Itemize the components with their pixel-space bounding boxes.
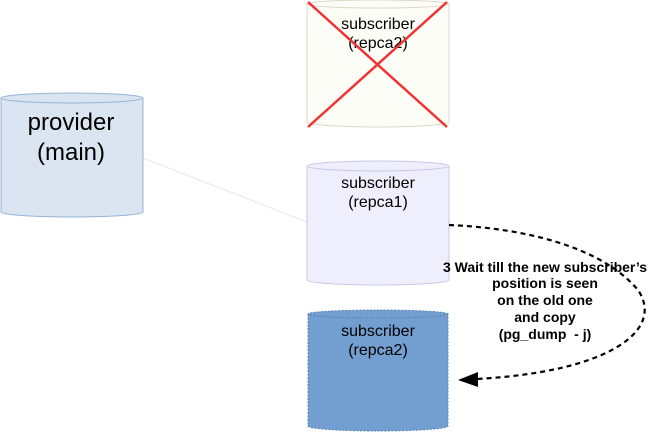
new-subscriber-cylinder-top (307, 309, 449, 319)
annotation: 3 Wait till the new subscriber’s positio… (443, 259, 647, 342)
removed-subscriber-sublabel: (repca2) (348, 35, 408, 52)
annotation-line-4: and copy (514, 309, 576, 325)
annotation-line-3: on the old one (497, 292, 593, 308)
old-subscriber-sublabel: (repca1) (348, 194, 408, 211)
provider-sublabel: (main) (37, 139, 105, 166)
new-subscriber-sublabel: (repca2) (348, 342, 408, 359)
removed-subscriber-cylinder-top (306, 0, 450, 9)
annotation-line-1: 3 Wait till the new subscriber’s (443, 259, 647, 275)
cross-icon (307, 1, 448, 128)
copy-arrow-head-icon (458, 372, 478, 387)
new-subscriber-cylinder-body (307, 314, 449, 432)
removed-subscriber-label: subscriber (341, 16, 415, 33)
new-subscriber-label: subscriber (341, 323, 415, 340)
removed-subscriber-node: subscriber (repca2) (306, 0, 450, 128)
replication-connector (142, 157, 308, 223)
provider-cylinder-body (0, 98, 144, 218)
annotation-line-5: (pg_dump - j) (499, 326, 592, 342)
provider-label: provider (28, 109, 115, 136)
provider-node: provider (main) (0, 92, 144, 218)
old-subscriber-cylinder-top (306, 160, 450, 172)
old-subscriber-label: subscriber (341, 175, 415, 192)
copy-arrow-path (448, 223, 646, 381)
new-subscriber-node: subscriber (repca2) (307, 309, 449, 432)
old-subscriber-node: subscriber (repca1) (306, 160, 450, 286)
old-subscriber-cylinder-body (306, 166, 450, 286)
annotation-line-2: position is seen (492, 275, 598, 291)
provider-cylinder-top (0, 92, 144, 104)
